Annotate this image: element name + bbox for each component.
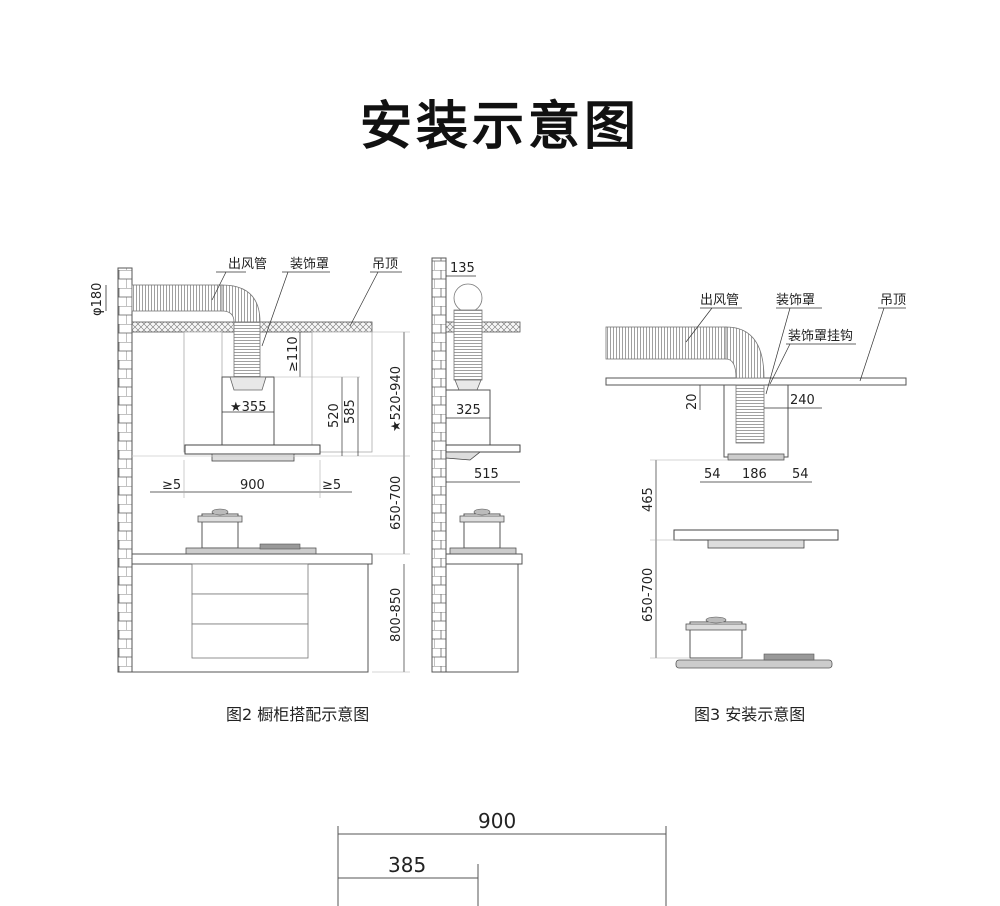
bottom-dimensions: 900 385	[337, 809, 667, 906]
fig3-label-ceiling: 吊顶	[880, 293, 906, 308]
fig3-label-duct: 出风管	[700, 293, 739, 308]
fig3-dim-54-right: 54	[792, 467, 809, 482]
hood-body	[184, 444, 321, 455]
gas-stove	[675, 659, 833, 669]
dim-900: 900	[240, 478, 265, 493]
fig2-front-view: φ180 出风管 装饰罩 吊顶 ≥110 ★355 520 585 ★520-9…	[90, 257, 410, 673]
fig3-label-cover: 装饰罩	[776, 293, 815, 308]
fig3-label-hook: 装饰罩挂钩	[788, 329, 853, 344]
fig3-dim-240: 240	[790, 393, 815, 408]
dim-585: 585	[343, 399, 358, 424]
dim-phi180: φ180	[90, 283, 105, 316]
label-duct: 出风管	[228, 257, 267, 272]
fig2-side-view: 135 325 515	[431, 257, 523, 673]
duct-elbow	[221, 284, 261, 323]
dim-515: 515	[474, 467, 499, 482]
dim-325: 325	[456, 403, 481, 418]
dim-135: 135	[450, 261, 475, 276]
fig3-dim-465: 465	[641, 487, 656, 512]
exhaust-duct	[605, 326, 727, 360]
bottom-dim-385: 385	[388, 853, 426, 877]
duct-vertical	[233, 321, 261, 378]
upper-cabinet-left	[183, 331, 223, 453]
dim-520: 520	[327, 403, 342, 428]
dim-ge5-right: ≥5	[322, 478, 341, 493]
dim-800-850: 800-850	[389, 588, 404, 642]
hood-panel	[211, 453, 295, 462]
dim-650-700: 650-700	[389, 476, 404, 530]
dim-ge110: ≥110	[286, 336, 301, 372]
fig3-dim-186: 186	[742, 467, 767, 482]
check-valve	[229, 376, 267, 391]
dim-ge5-left: ≥5	[162, 478, 181, 493]
dim-520-940: ★520-940	[389, 366, 404, 432]
hood-body	[673, 529, 839, 541]
fig3-caption: 图3 安装示意图	[694, 705, 805, 724]
fig3-install-view: 出风管 装饰罩 吊顶 装饰罩挂钩 20 240 54 186 54 465 65…	[605, 293, 907, 669]
brick-wall-left	[117, 267, 133, 673]
label-cover: 装饰罩	[290, 257, 329, 272]
countertop	[131, 553, 373, 565]
bottom-dim-900: 900	[478, 809, 516, 833]
fig3-dim-650-700: 650-700	[641, 568, 656, 622]
exhaust-duct-horizontal	[131, 284, 223, 312]
page-title: 安装示意图	[359, 97, 640, 157]
dim-355: ★355	[230, 400, 266, 415]
fig3-dim-54-left: 54	[704, 467, 721, 482]
label-ceiling: 吊顶	[372, 257, 398, 272]
fig2-caption: 图2 橱柜搭配示意图	[226, 705, 369, 724]
fig3-dim-20: 20	[685, 393, 700, 410]
brick-wall-right	[431, 257, 447, 673]
